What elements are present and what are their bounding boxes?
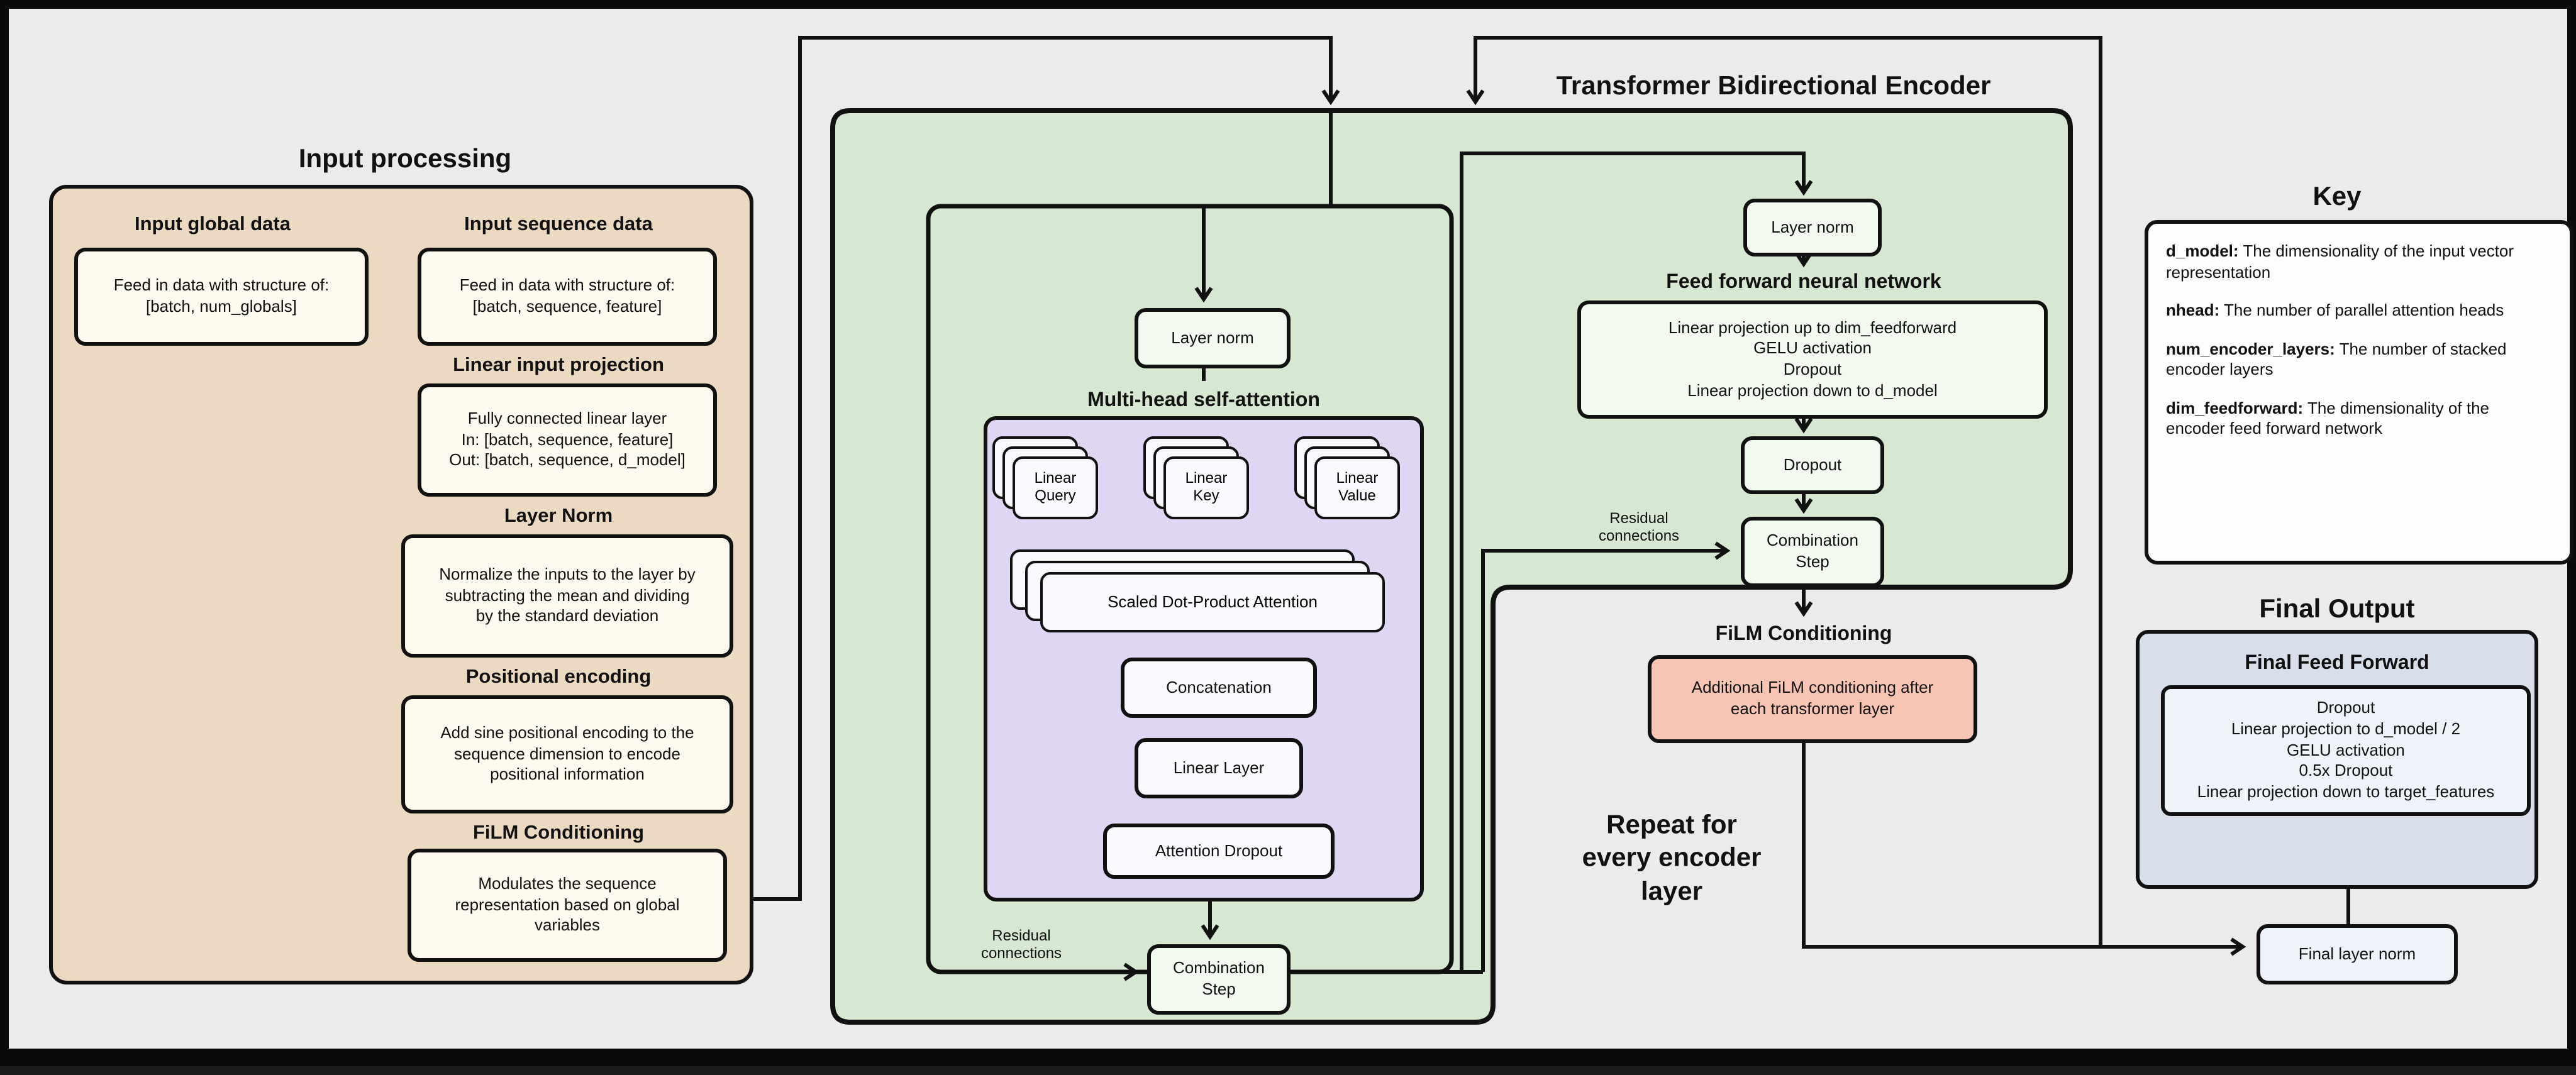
positional-encoding-title: Positional encoding	[465, 666, 652, 688]
attention-dropout-box: Attention Dropout	[1103, 824, 1335, 879]
film-conditioning-title: FiLM Conditioning	[1715, 624, 1892, 645]
encoder-title: Transformer Bidirectional Encoder	[1556, 72, 1991, 101]
ffn-title: Feed forward neural network	[1666, 272, 1941, 293]
key-term: d_model:	[2166, 241, 2239, 260]
key-entry-dmodel: d_model: The dimensionality of the input…	[2166, 241, 2552, 283]
combination-step-right: Combination Step	[1741, 517, 1884, 587]
linear-layer-box: Linear Layer	[1135, 738, 1303, 798]
input-global-title: Input global data	[135, 214, 291, 235]
key-desc: The number of stacked encoder layers	[2166, 339, 2507, 378]
key-box: d_model: The dimensionality of the input…	[2145, 220, 2573, 565]
final-layer-norm-box: Final layer norm	[2257, 924, 2458, 984]
residual-label-right: Residual connections	[1598, 509, 1680, 544]
linear-projection-title: Linear input projection	[453, 355, 664, 376]
key-entry-dimff: dim_feedforward: The dimensionality of t…	[2166, 398, 2552, 439]
wire-film-to-final	[1802, 730, 2246, 956]
key-term: nhead:	[2166, 300, 2220, 319]
film-conditioning-box: Additional FiLM conditioning after each …	[1648, 655, 1977, 743]
positional-encoding-box: Add sine positional encoding to the sequ…	[401, 695, 733, 813]
layer-norm-box: Normalize the inputs to the layer by sub…	[401, 534, 733, 658]
key-desc: The dimensionality of the input vector r…	[2166, 241, 2514, 281]
repeat-note: Repeat for every encoder layer	[1582, 810, 1762, 906]
ffn-layer-norm: Layer norm	[1743, 199, 1882, 256]
key-entry-nhead: nhead: The number of parallel attention …	[2166, 300, 2552, 321]
key-entry-layers: num_encoder_layers: The number of stacke…	[2166, 339, 2552, 380]
linear-value-card: Linear Value	[1314, 456, 1400, 519]
layer-norm-title: Layer Norm	[504, 505, 613, 527]
residual-label-left: Residual connections	[980, 926, 1062, 962]
input-sequence-box: Feed in data with structure of: [batch, …	[418, 248, 717, 346]
linear-query-card: Linear Query	[1013, 456, 1098, 519]
wire-repeat-loop	[1466, 36, 2102, 947]
film-box: Modulates the sequence representation ba…	[408, 849, 727, 962]
key-term: num_encoder_layers:	[2166, 339, 2335, 358]
wire-film-to-encoder	[709, 36, 1340, 901]
linear-projection-box: Fully connected linear layer In: [batch,…	[418, 383, 717, 497]
final-feed-forward-title: Final Feed Forward	[2245, 653, 2429, 674]
wire-residual-right	[1481, 541, 1731, 972]
attn-layer-norm: Layer norm	[1135, 308, 1291, 368]
linear-key-card: Linear Key	[1163, 456, 1249, 519]
concatenation-box: Concatenation	[1121, 658, 1317, 718]
combination-step-left: Combination Step	[1147, 944, 1291, 1015]
input-global-box: Feed in data with structure of: [batch, …	[74, 248, 369, 346]
final-feed-forward-box: Dropout Linear projection to d_model / 2…	[2161, 685, 2531, 816]
final-output-title: Final Output	[2259, 595, 2415, 624]
sdpa-card: Scaled Dot-Product Attention	[1040, 572, 1385, 632]
input-processing-title: Input processing	[298, 145, 512, 174]
key-term: dim_feedforward:	[2166, 398, 2304, 417]
key-desc: The dimensionality of the encoder feed f…	[2166, 398, 2489, 438]
input-sequence-title: Input sequence data	[464, 214, 653, 235]
dropout-box: Dropout	[1741, 436, 1884, 494]
key-title: Key	[2312, 182, 2362, 211]
key-desc: The number of parallel attention heads	[2224, 300, 2504, 319]
film-title: FiLM Conditioning	[472, 822, 645, 844]
mhsa-title: Multi-head self-attention	[1087, 390, 1320, 411]
ffn-box: Linear projection up to dim_feedforward …	[1577, 300, 2048, 419]
wire-combL-to-lnR	[1460, 152, 1813, 972]
